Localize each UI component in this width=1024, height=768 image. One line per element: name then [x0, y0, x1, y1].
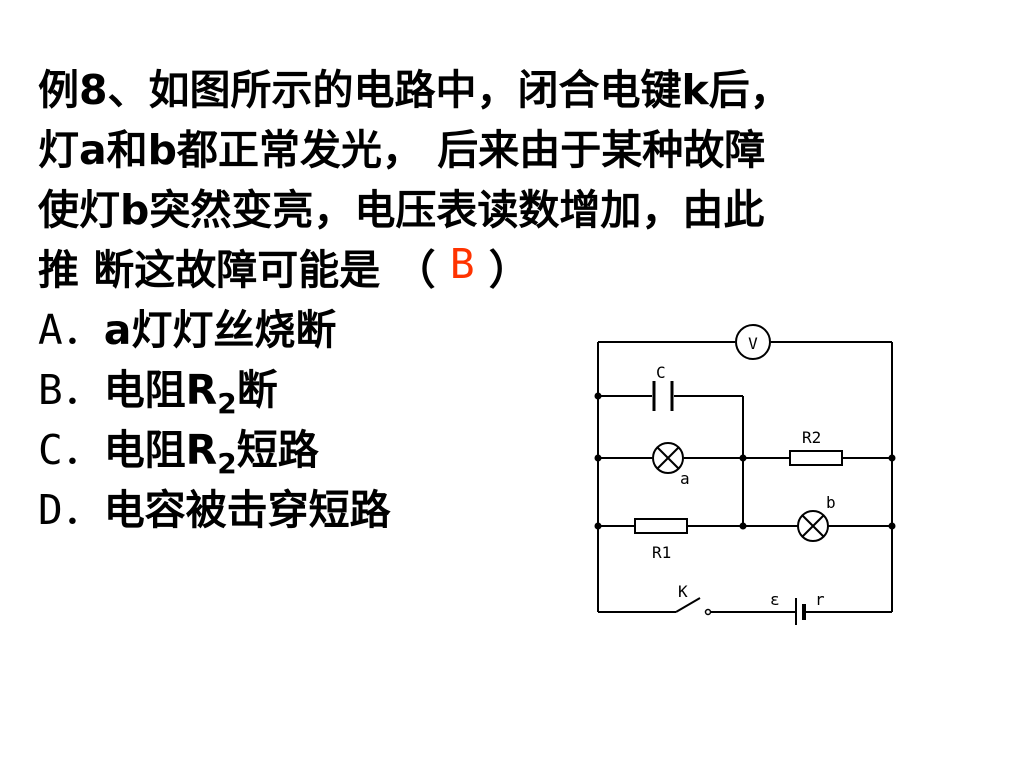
capacitor-symbol: C — [652, 363, 674, 411]
junction-dot — [888, 522, 896, 530]
question-line-4-suffix: ） — [474, 246, 530, 294]
resistor-r1-label: R1 — [652, 543, 671, 562]
option-c-text-post: 短路 — [236, 426, 319, 474]
lamp-a-symbol: a — [652, 442, 690, 488]
circuit-wires — [597, 341, 893, 613]
option-b-letter: B． — [38, 366, 104, 414]
battery-symbol: ε r — [770, 590, 825, 625]
circuit-diagram: V C a R2 b R1 K ε r — [594, 324, 896, 625]
option-a[interactable]: A．a灯灯丝烧断 — [38, 300, 998, 360]
question-line-3: 使灯b突然变亮，电压表读数增加，由此 — [38, 186, 765, 234]
question-line-4-prefix: 推 断这故障可能是 （ — [38, 246, 450, 294]
junction-dot — [739, 454, 747, 462]
option-c-subscript: 2 — [217, 447, 237, 481]
junction-dot — [594, 392, 602, 400]
answer-mark: B — [449, 240, 475, 288]
option-b-subscript: 2 — [217, 387, 237, 421]
voltmeter-symbol: V — [735, 324, 771, 360]
resistor-r2-label: R2 — [802, 428, 821, 447]
battery-emf-label: ε — [770, 590, 780, 609]
option-c[interactable]: C．电阻R2短路 — [38, 420, 998, 480]
voltmeter-label: V — [748, 334, 758, 353]
switch-k-label: K — [678, 582, 688, 601]
capacitor-label: C — [656, 363, 666, 382]
question-block: 例8、如图所示的电路中，闭合电键k后， 灯a和b都正常发光， 后来由于某种故障 … — [38, 60, 998, 540]
junction-dot — [594, 454, 602, 462]
junction-dot — [888, 454, 896, 462]
option-b-text-pre: 电阻R — [103, 366, 218, 414]
junction-dots — [594, 392, 896, 530]
junction-dot — [739, 522, 747, 530]
lamp-b-symbol: b — [797, 493, 836, 542]
option-b-text-post: 断 — [236, 366, 278, 414]
option-b[interactable]: B．电阻R2断 — [38, 360, 998, 420]
question-line-2: 灯a和b都正常发光， 后来由于某种故障 — [38, 126, 766, 174]
option-a-text: a灯灯丝烧断 — [103, 306, 337, 354]
switch-k-symbol: K — [675, 582, 712, 616]
option-c-text-pre: 电阻R — [103, 426, 218, 474]
option-a-letter: A． — [38, 306, 104, 354]
option-d-text: 电容被击穿短路 — [103, 486, 391, 534]
lamp-a-label: a — [680, 469, 690, 488]
resistor-r2-symbol: R2 — [789, 428, 843, 466]
option-d[interactable]: D．电容被击穿短路 — [38, 480, 998, 540]
question-line-1: 例8、如图所示的电路中，闭合电键k后， — [38, 66, 791, 114]
battery-r-label: r — [815, 590, 825, 609]
option-c-letter: C． — [38, 426, 104, 474]
option-d-letter: D． — [38, 486, 104, 534]
lamp-b-label: b — [826, 493, 836, 512]
resistor-r1-symbol: R1 — [634, 518, 688, 562]
junction-dot — [594, 522, 602, 530]
question-line-4: 推 断这故障可能是 （ B ） — [38, 240, 998, 300]
